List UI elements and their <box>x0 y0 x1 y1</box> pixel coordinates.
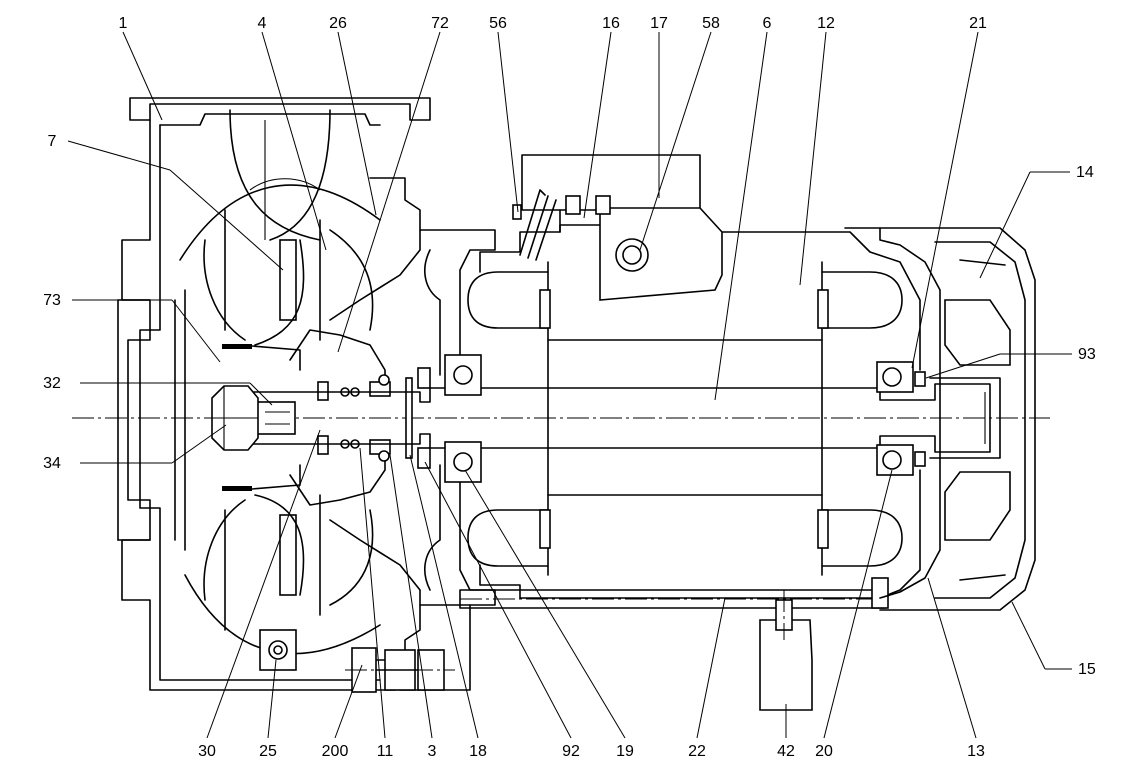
rear-bearing <box>844 227 1001 599</box>
drain-plug <box>259 629 297 671</box>
callout-26: 26 <box>329 15 347 32</box>
callout-73: 73 <box>43 292 61 309</box>
callout-3: 3 <box>428 743 437 760</box>
callout-22: 22 <box>688 743 706 760</box>
callout-4: 4 <box>258 15 267 32</box>
back-plate <box>289 177 421 661</box>
callout-12: 12 <box>817 15 835 32</box>
callout-30: 30 <box>198 743 216 760</box>
pump-casing <box>117 97 431 691</box>
motor-foot <box>759 590 813 711</box>
leader-lines <box>67 31 1072 739</box>
callout-7: 7 <box>48 133 57 150</box>
callout-16: 16 <box>602 15 620 32</box>
callout-34: 34 <box>43 455 61 472</box>
shaft <box>249 383 991 453</box>
callout-25: 25 <box>259 743 277 760</box>
callout-13: 13 <box>967 743 985 760</box>
impeller <box>222 219 321 616</box>
callout-11: 11 <box>377 743 394 760</box>
front-bearing <box>444 354 482 483</box>
callout-1: 1 <box>119 15 128 32</box>
callout-56: 56 <box>489 15 507 32</box>
callout-19: 19 <box>616 743 634 760</box>
callout-18: 18 <box>469 743 487 760</box>
callout-14: 14 <box>1076 164 1094 181</box>
callout-21: 21 <box>969 15 987 32</box>
callout-32: 32 <box>43 375 61 392</box>
callout-72: 72 <box>431 15 449 32</box>
callout-92: 92 <box>562 743 580 760</box>
terminal-box <box>512 154 723 301</box>
callout-93: 93 <box>1078 346 1096 363</box>
callout-15: 15 <box>1078 661 1096 678</box>
callout-17: 17 <box>650 15 668 32</box>
callout-6: 6 <box>763 15 772 32</box>
callout-42: 42 <box>777 743 795 760</box>
callout-20: 20 <box>815 743 833 760</box>
callout-labels: 1 4 26 72 56 16 17 58 6 12 21 14 7 73 32… <box>43 15 1096 760</box>
motor-frame <box>459 224 921 609</box>
callout-58: 58 <box>702 15 720 32</box>
impeller-nut <box>211 385 259 451</box>
callout-200: 200 <box>322 743 349 760</box>
fan-cover <box>879 227 1036 611</box>
